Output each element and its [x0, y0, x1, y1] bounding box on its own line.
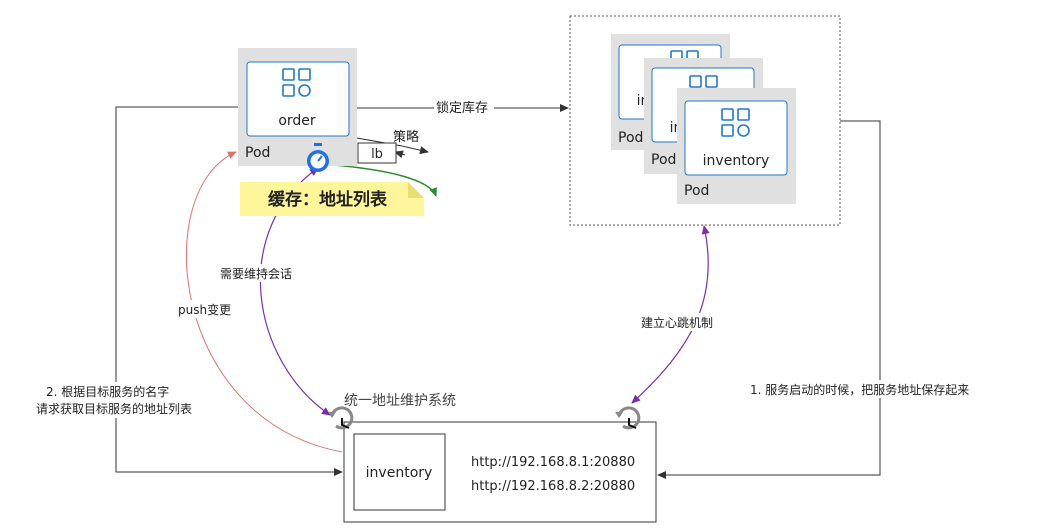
inventory-pod-front[interactable]: inventory Pod	[677, 88, 796, 204]
order-service-label: order	[278, 113, 316, 129]
request-label-line1: 2. 根据目标服务的名字	[46, 384, 169, 399]
strategy-label: 策略	[393, 129, 419, 145]
register-label: 1. 服务启动的时候，把服务地址保存起来	[750, 382, 969, 397]
inventory-service-label-front: inventory	[703, 153, 770, 169]
timer-icon	[307, 143, 329, 172]
apps-icon	[689, 75, 718, 88]
request-address-arrow	[115, 106, 343, 476]
inventory-pod-label-middle: Pod	[651, 152, 676, 168]
clock-icon	[615, 406, 641, 430]
registry-address-1: http://192.168.8.1:20880	[471, 455, 635, 470]
order-service-box[interactable]	[246, 61, 350, 137]
clock-icon	[328, 406, 354, 430]
order-pod[interactable]: order Pod	[238, 48, 357, 166]
push-change-label: push变更	[178, 302, 231, 317]
cache-label: 缓存：地址列表	[268, 189, 388, 210]
register-address-arrow	[657, 120, 881, 479]
order-pod-label: Pod	[245, 145, 270, 161]
registry-address-2: http://192.168.8.2:20880	[471, 479, 635, 494]
lb-box	[357, 142, 397, 164]
registry-title: 统一地址维护系统	[344, 393, 456, 409]
request-label-line2: 请求获取目标服务的地址列表	[36, 401, 192, 416]
inventory-pod-label-back: Pod	[618, 130, 643, 146]
lock-stock-label: 锁定库存	[436, 100, 488, 116]
heartbeat-label: 建立心跳机制	[641, 315, 713, 330]
cache-arrow	[333, 164, 437, 197]
lb-label: lb	[371, 147, 383, 162]
registry-service-label: inventory	[366, 465, 433, 481]
keep-session-label: 需要维持会话	[220, 266, 292, 281]
registry-service-box[interactable]	[353, 433, 446, 511]
apps-icon	[721, 108, 750, 137]
apps-icon	[282, 68, 311, 97]
cache-note: 缓存：地址列表	[240, 182, 424, 216]
inventory-service-box-front[interactable]	[684, 100, 788, 176]
lb-pointer-arrow	[394, 150, 406, 159]
inventory-pod-label-front: Pod	[684, 183, 709, 199]
strategy-arrow	[356, 137, 429, 155]
